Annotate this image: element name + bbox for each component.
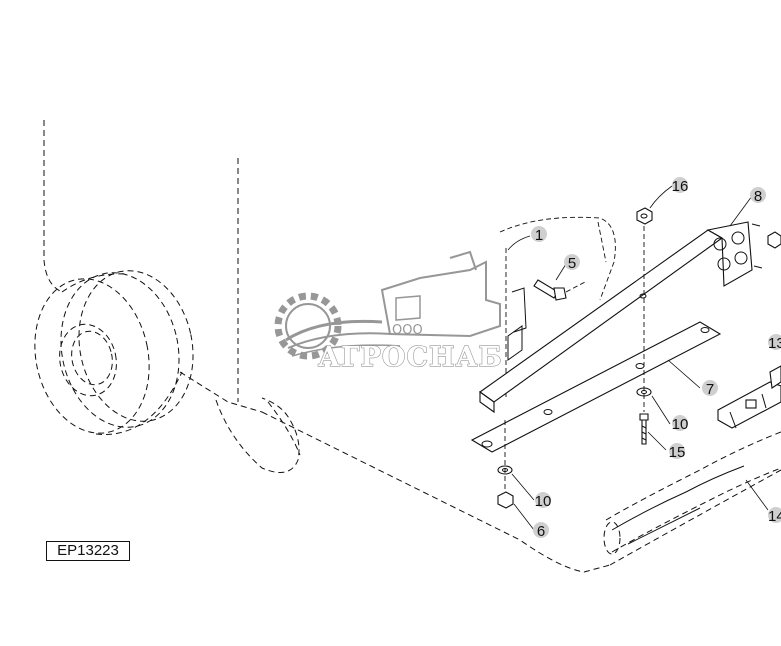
fasteners xyxy=(497,207,781,509)
watermark-prefix: ООО xyxy=(392,323,423,338)
callout-label-8: 8 xyxy=(754,188,762,205)
callout-16: 16 xyxy=(672,177,689,195)
leader-lines xyxy=(507,185,769,531)
support-bracket-part-8 xyxy=(479,221,763,414)
callout-label-1: 1 xyxy=(535,227,543,244)
callout-7: 7 xyxy=(702,380,718,398)
callout-14: 14 xyxy=(768,507,781,525)
callout-label-6: 6 xyxy=(537,523,545,540)
callout-10-upper: 10 xyxy=(672,415,689,433)
watermark-gear-icon xyxy=(274,292,401,360)
callout-label-14: 14 xyxy=(768,508,781,525)
flat-strip-part-7 xyxy=(470,321,722,453)
watermark-brand: АГРОСНАБ xyxy=(318,342,503,373)
clamp-assembly-part-13 xyxy=(717,365,781,429)
callout-label-10-lower: 10 xyxy=(535,493,552,510)
callout-label-7: 7 xyxy=(706,381,714,398)
callout-15: 15 xyxy=(669,443,686,461)
watermark-combine-harvester-icon xyxy=(380,250,501,338)
callout-8: 8 xyxy=(750,187,766,205)
callout-label-16: 16 xyxy=(672,178,689,195)
callout-13: 13 xyxy=(768,334,781,352)
callout-label-10-upper: 10 xyxy=(672,416,689,433)
assembly-centerlines xyxy=(504,226,645,492)
callout-label-5: 5 xyxy=(568,255,576,272)
agrosnab-watermark: ООО АГРОСНАБ xyxy=(274,250,503,374)
figure-reference-label: EP13223 xyxy=(46,541,130,561)
tire-outline xyxy=(34,270,194,435)
callout-1: 1 xyxy=(531,226,547,244)
callout-6: 6 xyxy=(533,522,549,540)
callout-5: 5 xyxy=(564,254,580,272)
callout-10-lower: 10 xyxy=(535,492,552,510)
machine-body-outline xyxy=(43,120,781,573)
hose-outline xyxy=(603,431,781,555)
callout-label-15: 15 xyxy=(669,444,686,461)
callout-label-13: 13 xyxy=(768,335,781,352)
